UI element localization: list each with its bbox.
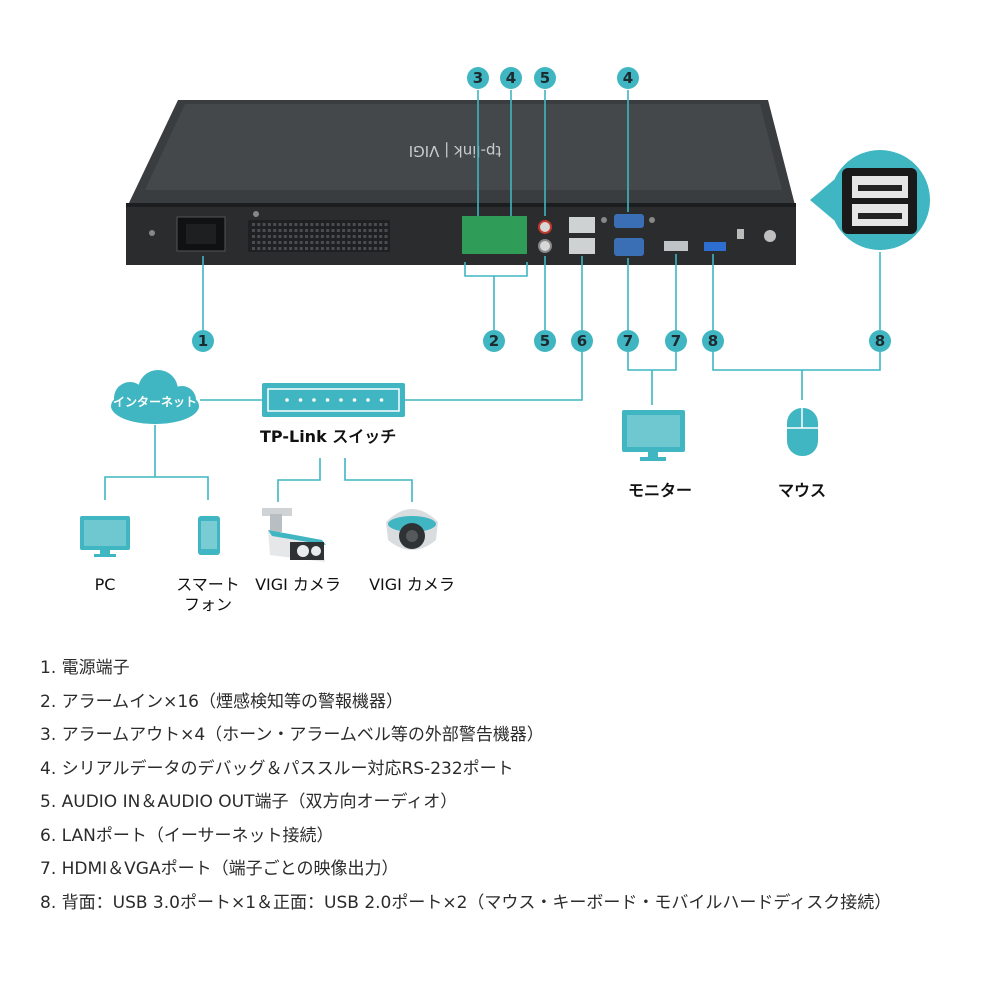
- legend-item: 6. LANポート（イーサーネット接続）: [40, 825, 334, 846]
- svg-text:4: 4: [506, 69, 516, 87]
- svg-text:6: 6: [577, 332, 587, 350]
- kensington-lock: [737, 229, 744, 239]
- svg-text:8: 8: [708, 332, 718, 350]
- lan-port-2: [569, 238, 595, 254]
- legend-item: 4. シリアルデータのデバッグ＆パススルー対応RS-232ポート: [40, 758, 514, 779]
- alarm-terminal-block: [462, 216, 527, 254]
- monitor-label: モニター: [628, 481, 692, 500]
- svg-text:1: 1: [198, 332, 208, 350]
- vga-port: [614, 238, 644, 256]
- switch-label: TP-Link スイッチ: [260, 427, 396, 446]
- lan-port-1: [569, 217, 595, 233]
- smartphone-label-line1: スマート: [176, 575, 240, 594]
- bullet-camera-icon: [262, 508, 326, 562]
- svg-text:4: 4: [623, 69, 633, 87]
- camera1-label: VIGI カメラ: [255, 575, 341, 594]
- legend-item: 2. アラームイン×16（煙感検知等の警報機器）: [40, 691, 403, 712]
- nvr-device: tp-link | VIGI: [126, 100, 796, 265]
- audio-in-port: [538, 220, 552, 234]
- usb3-port: [704, 242, 726, 251]
- rs232-port: [614, 214, 644, 228]
- svg-text:7: 7: [623, 332, 633, 350]
- svg-text:2: 2: [489, 332, 499, 350]
- monitor-icon: [622, 410, 685, 461]
- ground-screw: [764, 230, 776, 242]
- badge-5-bottom: 5: [534, 330, 556, 352]
- mouse-label: マウス: [778, 481, 826, 500]
- svg-text:8: 8: [875, 332, 885, 350]
- smartphone-label-line2: フォン: [184, 595, 232, 614]
- badge-7-hdmi: 7: [665, 330, 687, 352]
- switch-icon: [262, 383, 405, 417]
- legend-item: 1. 電源端子: [40, 658, 130, 678]
- badge-5-top: 5: [534, 67, 556, 89]
- callout-lines: [104, 90, 881, 502]
- pc-monitor-icon: [80, 516, 130, 557]
- svg-text:5: 5: [540, 332, 550, 350]
- badge-4-top-left: 4: [500, 67, 522, 89]
- brand-text: tp-link | VIGI: [409, 142, 502, 160]
- pc-label: PC: [95, 575, 116, 594]
- usb-front-inset: [810, 150, 930, 250]
- badge-7-vga: 7: [617, 330, 639, 352]
- badge-8-usb2: 8: [869, 330, 891, 352]
- smartphone-icon: [198, 516, 220, 555]
- legend-item: 7. HDMI＆VGAポート（端子ごとの映像出力）: [40, 859, 399, 879]
- badge-2: 2: [483, 330, 505, 352]
- vent-grille: [248, 220, 390, 252]
- legend-item: 8. 背面：USB 3.0ポート×1＆正面：USB 2.0ポート×2（マウス・キ…: [40, 892, 892, 913]
- camera2-label: VIGI カメラ: [369, 575, 455, 594]
- legend-item: 3. アラームアウト×4（ホーン・アラームベル等の外部警告機器）: [40, 725, 544, 745]
- internet-label: インターネット: [113, 395, 197, 409]
- internet-cloud-icon: インターネット: [111, 370, 199, 424]
- badge-1: 1: [192, 330, 214, 352]
- turret-camera-icon: [386, 509, 438, 550]
- audio-out-port: [538, 239, 552, 253]
- port-legend-list: 1. 電源端子 2. アラームイン×16（煙感検知等の警報機器） 3. アラームアウ…: [40, 652, 980, 920]
- svg-text:7: 7: [671, 332, 681, 350]
- mouse-icon: [787, 408, 818, 456]
- legend-item: 5. AUDIO IN＆AUDIO OUT端子（双方向オーディオ）: [40, 792, 458, 812]
- badge-8-usb3: 8: [702, 330, 724, 352]
- badge-6: 6: [571, 330, 593, 352]
- hdmi-port: [664, 241, 688, 251]
- svg-text:3: 3: [473, 69, 483, 87]
- connection-diagram: tp-link | VIGI: [80, 67, 930, 614]
- badge-4-top-right: 4: [617, 67, 639, 89]
- svg-text:5: 5: [540, 69, 550, 87]
- badge-3: 3: [467, 67, 489, 89]
